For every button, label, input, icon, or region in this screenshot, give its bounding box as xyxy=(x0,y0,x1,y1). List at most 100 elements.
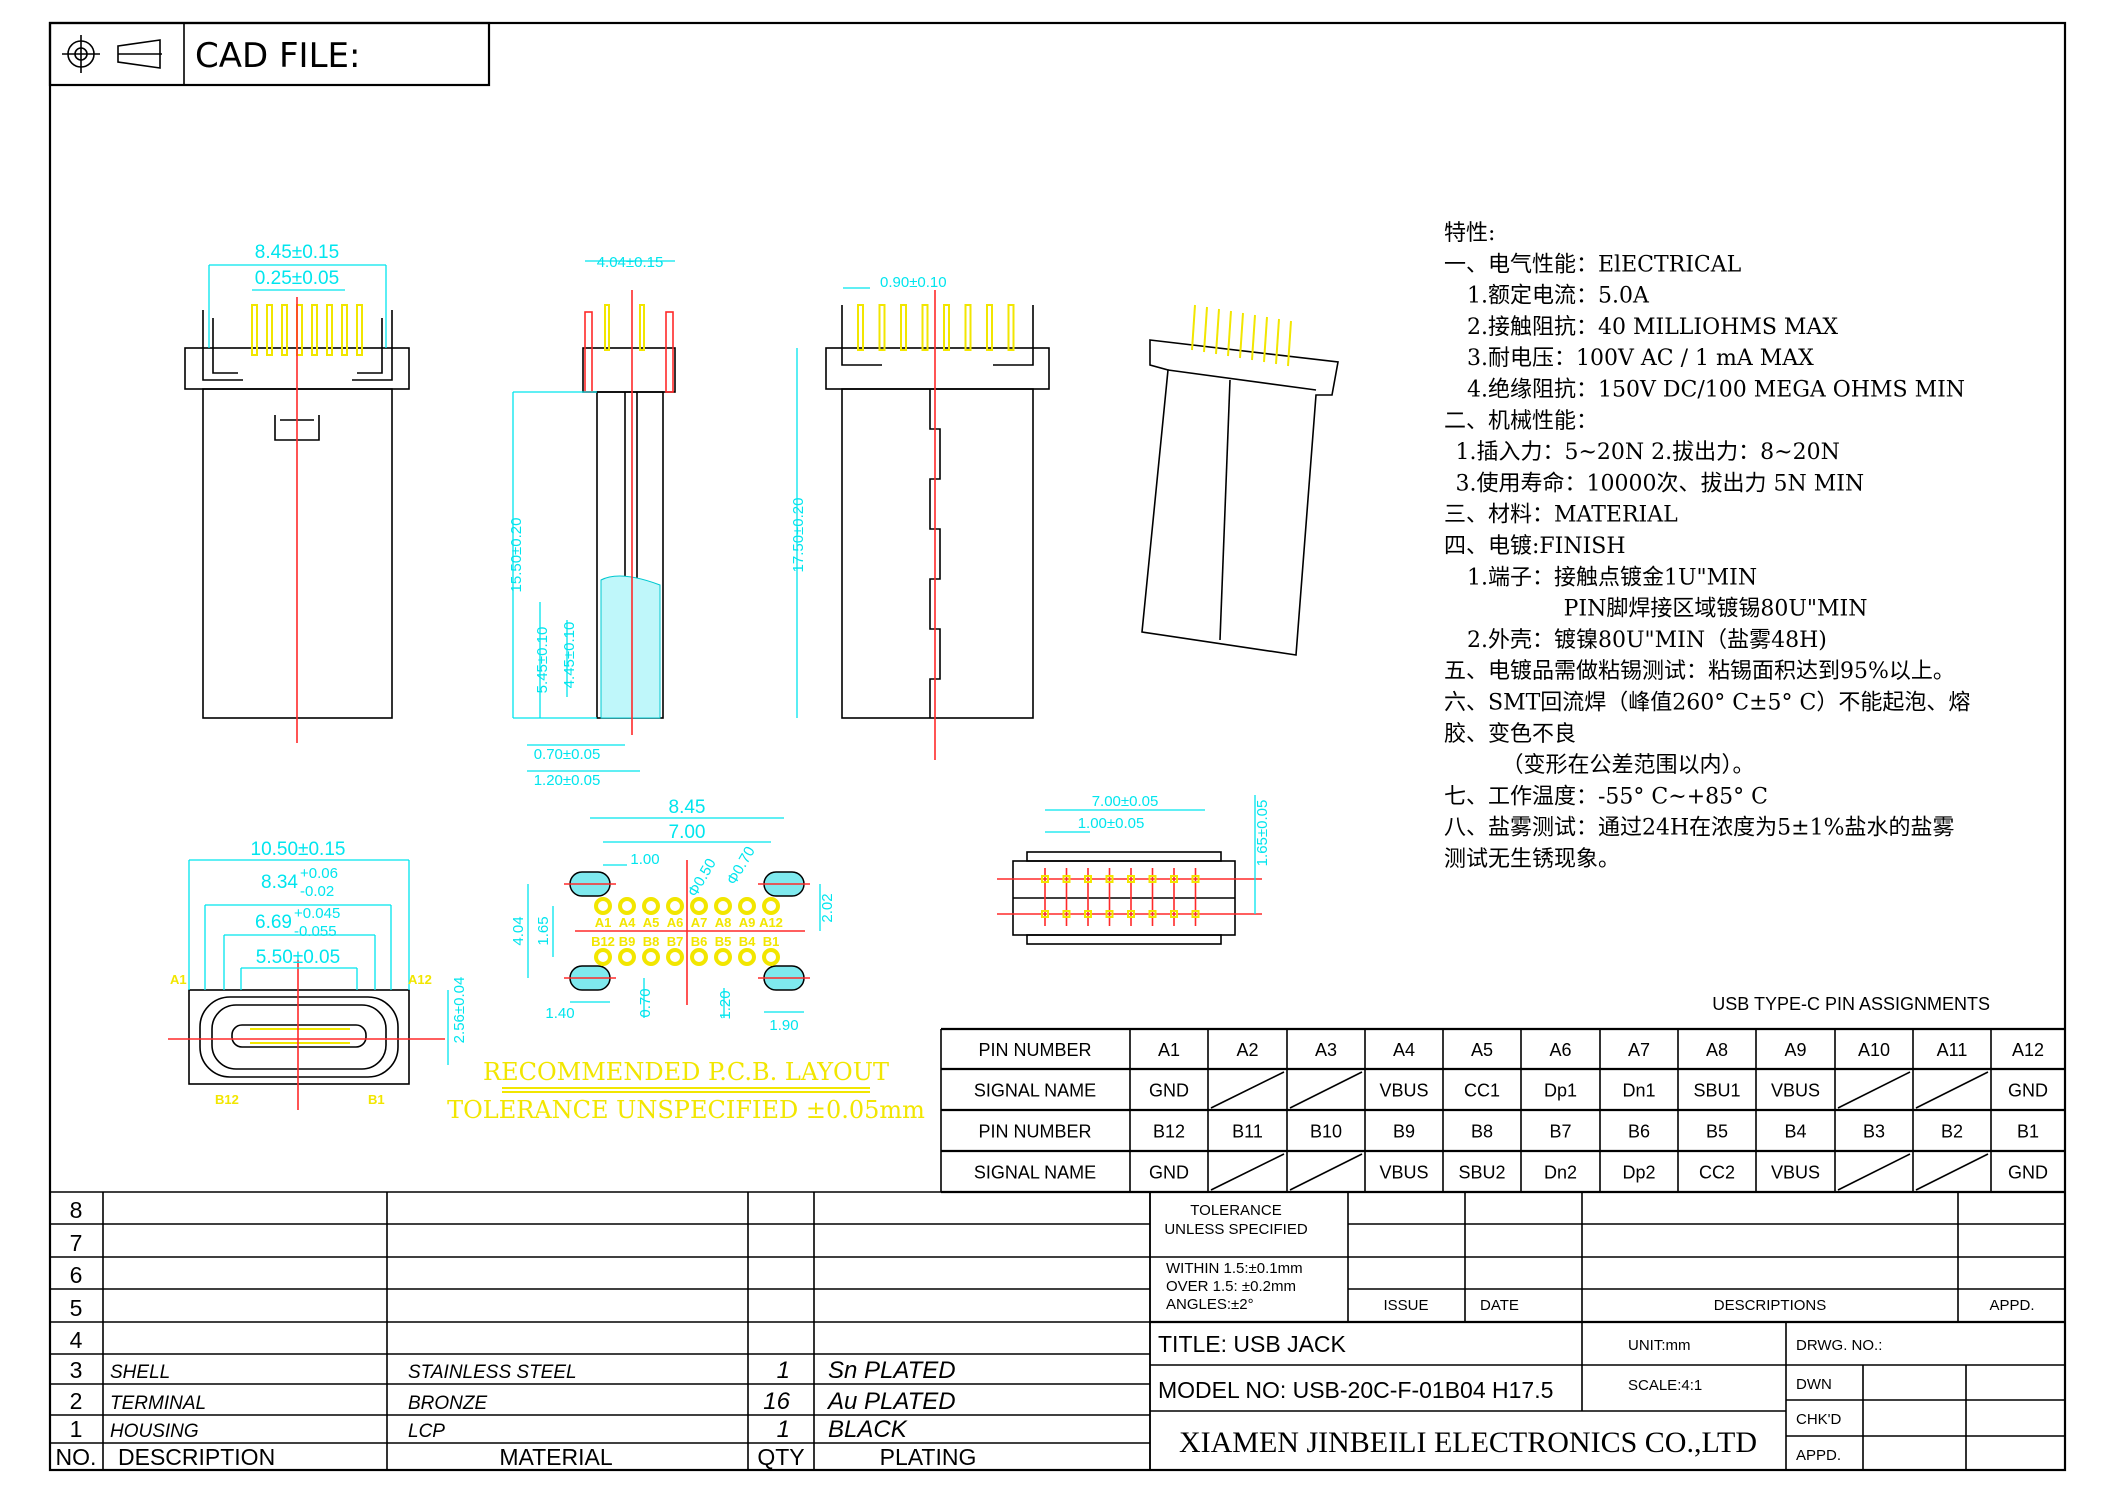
section-hatch xyxy=(600,575,661,719)
rect xyxy=(1041,910,1049,918)
pin-label: B9 xyxy=(619,934,636,949)
pad xyxy=(594,897,612,915)
descriptions-header: DESCRIPTIONS xyxy=(1714,1297,1827,1314)
dim-w3-plus: +0.045 xyxy=(294,905,340,922)
dim-070: 0.70 xyxy=(637,988,654,1017)
dim-404: 4.04 xyxy=(510,916,527,945)
pin xyxy=(986,304,993,351)
dim-phi070: Φ0.70 xyxy=(723,844,758,888)
bom-no: 8 xyxy=(70,1197,83,1223)
bom-no: 6 xyxy=(70,1262,83,1288)
rect xyxy=(1026,934,1222,945)
dim-h2: 4.45±0.10 xyxy=(561,622,578,689)
rect xyxy=(1105,875,1114,883)
top-block xyxy=(582,347,676,393)
pin-table-cell: VBUS xyxy=(1379,1081,1428,1101)
pin xyxy=(1275,318,1280,365)
pin-table-cell: A11 xyxy=(1937,1040,1968,1060)
pin xyxy=(1007,304,1015,351)
bom-material: LCP xyxy=(408,1421,445,1442)
pin-table-cell: A10 xyxy=(1858,1040,1890,1060)
bom-no: 2 xyxy=(70,1388,83,1414)
drawing-number-label: DRWG. NO.: xyxy=(1796,1337,1882,1354)
tolerance-over: OVER 1.5: ±0.2mm xyxy=(1166,1278,1296,1295)
face-inner xyxy=(211,1004,387,1070)
outline xyxy=(1167,369,1317,391)
pcb-layout-title: RECOMMENDED P.C.B. LAYOUT xyxy=(483,1058,889,1086)
pin xyxy=(943,304,950,351)
spec-line: 特性: xyxy=(1444,221,1495,246)
pin xyxy=(326,304,333,356)
pad xyxy=(594,948,612,966)
pin-label: A8 xyxy=(715,915,732,930)
rect xyxy=(1148,875,1157,883)
issue-header: ISSUE xyxy=(1383,1297,1428,1314)
dim-w2-minus: -0.02 xyxy=(300,883,334,900)
pin-table-cell: B6 xyxy=(1628,1122,1650,1142)
pin xyxy=(1227,310,1232,357)
pin-table-cell: Dn2 xyxy=(1544,1163,1577,1183)
pin-table-cell: VBUS xyxy=(1771,1081,1820,1101)
unless-specified-label: UNLESS SPECIFIED xyxy=(1164,1221,1308,1238)
dim-202: 2.02 xyxy=(819,893,836,922)
shell-clip xyxy=(841,305,1034,366)
pin-table-cell: B8 xyxy=(1471,1122,1493,1142)
dim-phi050: Φ0.50 xyxy=(684,856,719,900)
pin-table-title: USB TYPE-C PIN ASSIGNMENTS xyxy=(1712,994,1990,1014)
target-symbol-icon xyxy=(62,35,100,73)
pin-table-cell: B10 xyxy=(1310,1122,1342,1142)
pin-table-cell: GND xyxy=(2008,1081,2048,1101)
pin-table-cell: Dp2 xyxy=(1622,1163,1655,1183)
dim-w4: 5.50±0.05 xyxy=(256,947,340,968)
pin-table-cell: A2 xyxy=(1236,1040,1258,1060)
dim-190: 1.90 xyxy=(769,1017,798,1034)
face-body xyxy=(188,989,410,1085)
spec-line: （变形在公差范围以内）。 xyxy=(1502,753,1755,778)
bom-plating: BLACK xyxy=(828,1416,908,1443)
mating-face-view: 10.50±0.158.34+0.06-0.026.69+0.045-0.055… xyxy=(168,839,468,1110)
pin-table-cell: VBUS xyxy=(1771,1163,1820,1183)
tolerance-label: TOLERANCE xyxy=(1190,1202,1281,1219)
dim-120: 1.20 xyxy=(717,990,734,1019)
pin xyxy=(639,304,645,351)
dim-w3-minus: -0.055 xyxy=(294,923,337,940)
spec-line: 3.使用寿命：10000次、拔出力 5N MIN xyxy=(1456,471,1865,496)
border-frame xyxy=(48,21,2067,1472)
rect xyxy=(1127,910,1135,918)
perspective-view xyxy=(1141,304,1339,656)
drawn-by-label: DWN xyxy=(1796,1376,1832,1393)
dim-w3: 6.69 xyxy=(255,912,292,933)
outline xyxy=(117,39,161,69)
empty-cell-slash xyxy=(1289,1071,1363,1109)
rect xyxy=(1041,875,1049,883)
pin-table-cell: A6 xyxy=(1549,1040,1571,1060)
pin-table-cell: SBU2 xyxy=(1458,1163,1505,1183)
pin xyxy=(964,304,972,351)
appd-header: APPD. xyxy=(1989,1297,2034,1314)
pin-table-cell: GND xyxy=(1149,1081,1189,1101)
pin-label: A1 xyxy=(170,972,187,987)
dim-height: 17.50±0.20 xyxy=(790,498,807,573)
scale-label: SCALE:4:1 xyxy=(1628,1377,1702,1394)
pin-label: B4 xyxy=(739,934,756,949)
pin xyxy=(857,304,864,351)
pin xyxy=(921,304,929,351)
pin-label: A1 xyxy=(595,915,612,930)
pad xyxy=(738,897,756,915)
spec-line: 1.端子：接触点镀金1U"MIN xyxy=(1467,565,1757,590)
dim-845: 8.45 xyxy=(669,797,706,818)
pad xyxy=(762,897,780,915)
pin-table-cell: B2 xyxy=(1941,1122,1963,1142)
spec-line: 四、电镀:FINISH xyxy=(1444,534,1626,559)
spec-line: 3.耐电压：100V AC / 1 mA MAX xyxy=(1467,346,1814,371)
pin-table-row-label: SIGNAL NAME xyxy=(974,1163,1096,1183)
pad xyxy=(714,897,732,915)
drawing-title: TITLE: USB JACK xyxy=(1158,1331,1347,1357)
rect xyxy=(1148,910,1157,918)
checked-by-label: CHK'D xyxy=(1796,1411,1842,1428)
rect xyxy=(1127,875,1135,883)
empty-cell-slash xyxy=(1915,1071,1989,1109)
pin-table-cell: A8 xyxy=(1706,1040,1728,1060)
